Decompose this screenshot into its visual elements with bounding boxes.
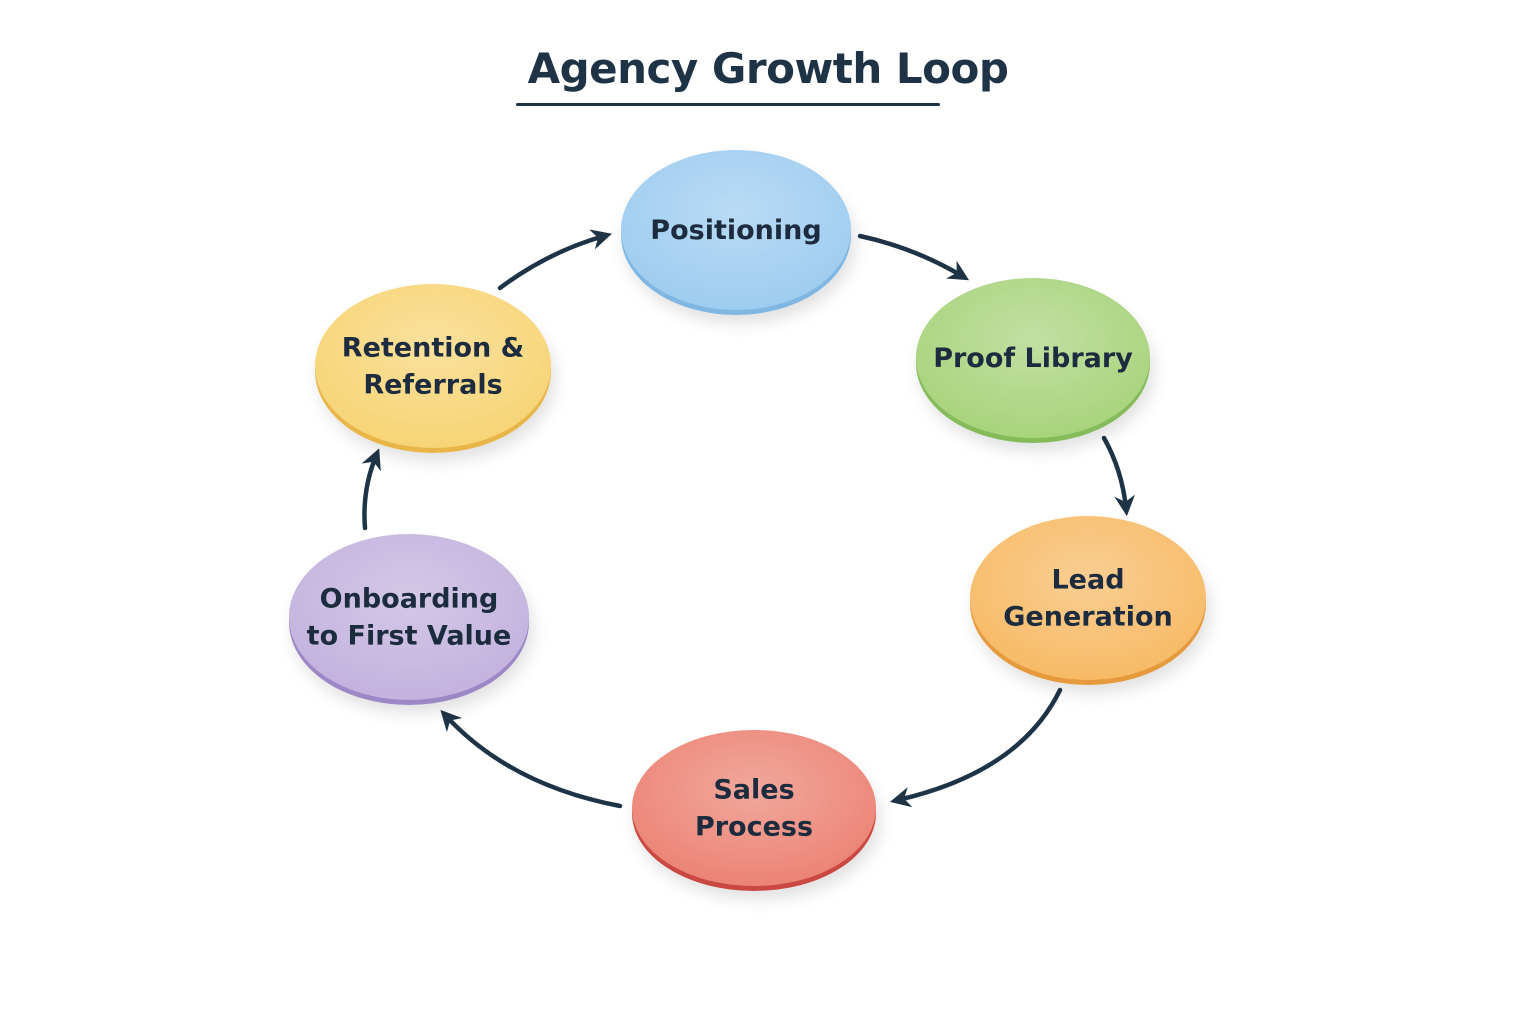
node-label: to First Value [307, 621, 512, 652]
node-label: Process [695, 812, 813, 843]
node-retention-referrals: Retention & Referrals [315, 284, 551, 453]
node-highlight [916, 278, 1150, 438]
node-highlight [970, 516, 1206, 680]
edges-layer [361, 229, 1135, 809]
node-highlight [315, 284, 551, 448]
node-onboarding: Onboarding to First Value [289, 534, 529, 705]
node-label: Sales [713, 775, 794, 806]
node-label: Proof Library [933, 343, 1133, 374]
node-label: Positioning [650, 215, 821, 246]
arrow-proof-library-to-lead-generation [1101, 435, 1135, 517]
node-highlight [289, 534, 529, 700]
title-underline [516, 103, 940, 106]
node-label: Onboarding [320, 584, 499, 615]
arrow-positioning-to-proof-library [857, 233, 970, 281]
arrow-lead-generation-to-sales-process [889, 687, 1063, 808]
node-label: Retention & [342, 333, 524, 364]
arrow-onboarding-to-retention-referrals [361, 448, 381, 531]
node-label: Referrals [363, 370, 502, 401]
node-positioning: Positioning [621, 150, 851, 315]
node-highlight [621, 150, 851, 310]
node-label: Generation [1003, 602, 1172, 633]
node-highlight [632, 730, 876, 886]
node-label: Lead [1051, 565, 1124, 596]
arrow-sales-process-to-onboarding [440, 709, 623, 809]
node-proof-library: Proof Library [916, 278, 1150, 443]
diagram-title: Agency Growth Loop [527, 44, 1009, 93]
arrow-retention-referrals-to-positioning [497, 229, 612, 291]
